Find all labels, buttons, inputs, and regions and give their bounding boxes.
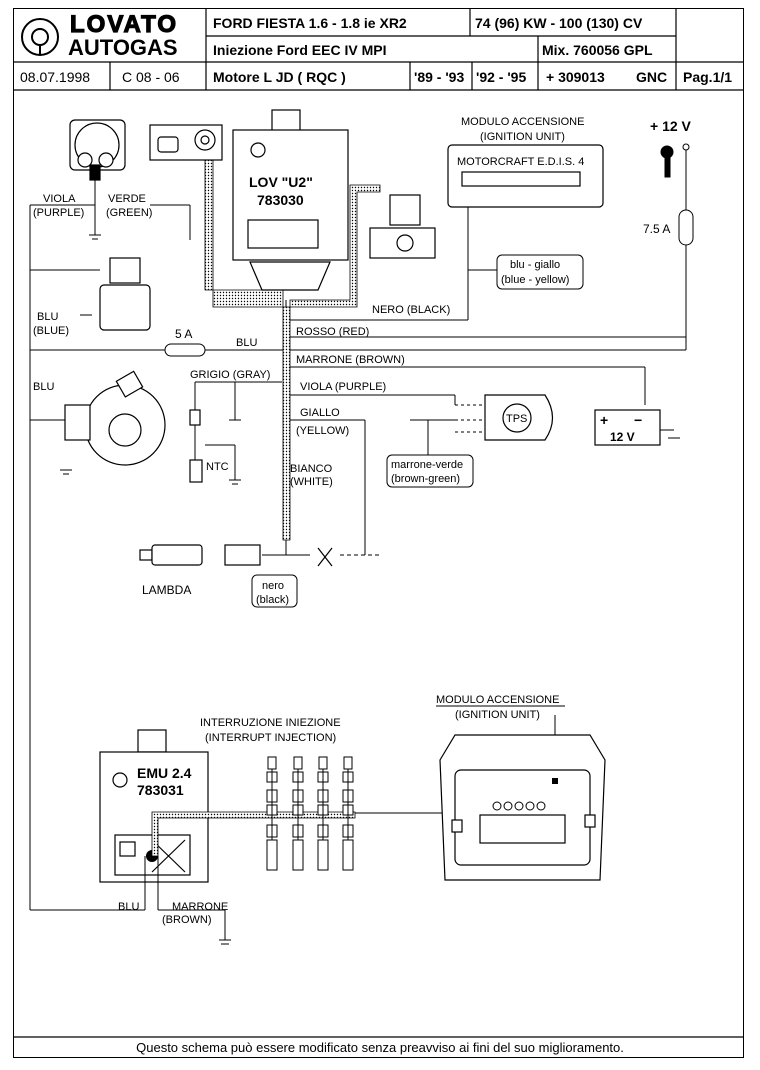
footer-note: Questo schema può essere modificato senz…	[136, 1040, 624, 1055]
ground-icons	[60, 234, 680, 485]
emu-code: 783031	[137, 782, 184, 798]
ignition-module-top	[447, 144, 604, 208]
wire-blu-mid: BLU	[236, 337, 257, 349]
callout-marrone-verde-en: (brown-green)	[391, 473, 460, 485]
callout-blu-giallo-en: (blue - yellow)	[501, 274, 569, 286]
gas-filter-icon	[99, 257, 151, 331]
marrone-verde-callout	[386, 454, 474, 488]
injector-connector-part	[266, 839, 278, 871]
wire-viola-2: VIOLA (PURPLE)	[300, 381, 386, 393]
battery-plus: +	[600, 412, 608, 428]
wire-rosso: ROSSO (RED)	[296, 326, 369, 338]
emu-name: EMU 2.4	[137, 765, 192, 781]
callout-nero-en: (black)	[256, 594, 289, 606]
wire-marrone: MARRONE (BROWN)	[296, 354, 405, 366]
lambda-label: LAMBDA	[142, 583, 191, 597]
page-number: Pag.1/1	[683, 69, 732, 85]
brand-bottom: AUTOGAS	[68, 35, 178, 60]
fuse-5a-icon	[164, 343, 206, 357]
gnc-label: GNC	[636, 69, 667, 85]
injector-connector-part	[267, 756, 277, 770]
supply-voltage: + 12 V	[650, 118, 692, 134]
distributor-icon	[69, 119, 126, 181]
ignition-coil-terminals	[492, 801, 546, 811]
part-number: + 309013	[546, 69, 605, 85]
ignition-top-model: MOTORCRAFT E.D.I.S. 4	[457, 156, 584, 168]
wire-blu-1-en: (BLUE)	[33, 325, 69, 337]
injector-connectors	[266, 756, 354, 871]
wires-upper	[29, 150, 687, 910]
solenoid-valve-icon	[369, 194, 436, 259]
ntc-label: NTC	[206, 461, 229, 473]
key-terminal	[682, 143, 690, 151]
injector-connector-part	[342, 839, 354, 871]
ignition-top-title-en: (IGNITION UNIT)	[480, 131, 565, 143]
injector-connector-part	[317, 839, 329, 871]
lovato-logo-icon	[21, 18, 59, 56]
wire-bianco: BIANCO	[290, 463, 333, 475]
years-1: '89 - '93	[414, 69, 464, 85]
wire-blu-2: BLU	[33, 381, 54, 393]
wire-grigio: GRIGIO (GRAY)	[190, 369, 270, 381]
callout-marrone-verde: marrone-verde	[391, 459, 463, 471]
wire-marrone-bottom: MARRONE	[172, 901, 228, 913]
wire-bianco-en: (WHITE)	[290, 476, 333, 488]
fuse-7-5a-label: 7.5 A	[643, 222, 670, 236]
callout-blu-giallo: blu - giallo	[510, 259, 560, 271]
blu-giallo-callout	[496, 254, 584, 290]
ignition-bottom-title: MODULO ACCENSIONE	[436, 694, 559, 706]
injection-type: Iniezione Ford EEC IV MPI	[213, 42, 386, 58]
ntc-sensor-icon	[189, 409, 203, 483]
emu-harness	[151, 811, 356, 857]
date: 08.07.1998	[20, 69, 90, 85]
battery-icon	[594, 409, 661, 446]
fuse-7-5a-icon	[678, 209, 694, 246]
wire-marrone-bottom-en: (BROWN)	[162, 914, 212, 926]
ignition-bottom-title-en: (IGNITION UNIT)	[455, 709, 540, 721]
wire-blu-1: BLU	[37, 311, 58, 323]
injector-connector-part	[292, 839, 304, 871]
tps-label: TPS	[506, 413, 527, 425]
interrupt-title-en: (INTERRUPT INJECTION)	[205, 732, 336, 744]
ecu-name: LOV "U2"	[249, 174, 313, 190]
interrupt-title: INTERRUZIONE INIEZIONE	[200, 717, 341, 729]
battery-voltage: 12 V	[610, 430, 635, 444]
wire-blu-bottom: BLU	[118, 901, 139, 913]
wire-giallo-en: (YELLOW)	[296, 425, 349, 437]
ignition-connector	[552, 778, 558, 784]
reducer-vaporizer-icon	[64, 370, 166, 466]
wire-giallo: GIALLO	[300, 407, 340, 419]
years-2: '92 - '95	[476, 69, 526, 85]
wire-verde: VERDE	[108, 193, 146, 205]
model-title: FORD FIESTA 1.6 - 1.8 ie XR2	[213, 15, 407, 31]
wire-nero: NERO (BLACK)	[372, 304, 450, 316]
ignition-key-icon	[660, 145, 674, 178]
ecu-code: 783030	[257, 192, 304, 208]
schema-code: C 08 - 06	[122, 69, 180, 85]
mixer-code: Mix. 760056 GPL	[542, 42, 653, 58]
drawing-frame	[13, 8, 744, 1058]
nero-callout	[251, 574, 298, 608]
injector-connector-part	[343, 756, 353, 770]
power-rating: 74 (96) KW - 100 (130) CV	[475, 15, 643, 31]
fuse-5a-label: 5 A	[175, 327, 192, 341]
ignition-top-title: MODULO ACCENSIONE	[461, 116, 584, 128]
tps-sensor-icon	[484, 394, 554, 441]
lambda-sensor-icon	[139, 544, 261, 566]
wire-viola: VIOLA	[43, 193, 76, 205]
callout-nero: nero	[262, 580, 284, 592]
injector-connector-part	[293, 756, 303, 770]
brand-top: LOVATO	[70, 11, 178, 38]
wire-verde-en: (GREEN)	[106, 207, 152, 219]
engine-code: Motore L JD ( RQC )	[213, 69, 346, 85]
injector-connector-part	[318, 756, 328, 770]
battery-minus: −	[634, 412, 642, 428]
title-block	[13, 8, 744, 91]
wire-viola-en: (PURPLE)	[33, 207, 84, 219]
ecu-box	[232, 109, 349, 291]
switch-box-icon	[149, 124, 223, 161]
scissors-icon	[317, 547, 333, 567]
